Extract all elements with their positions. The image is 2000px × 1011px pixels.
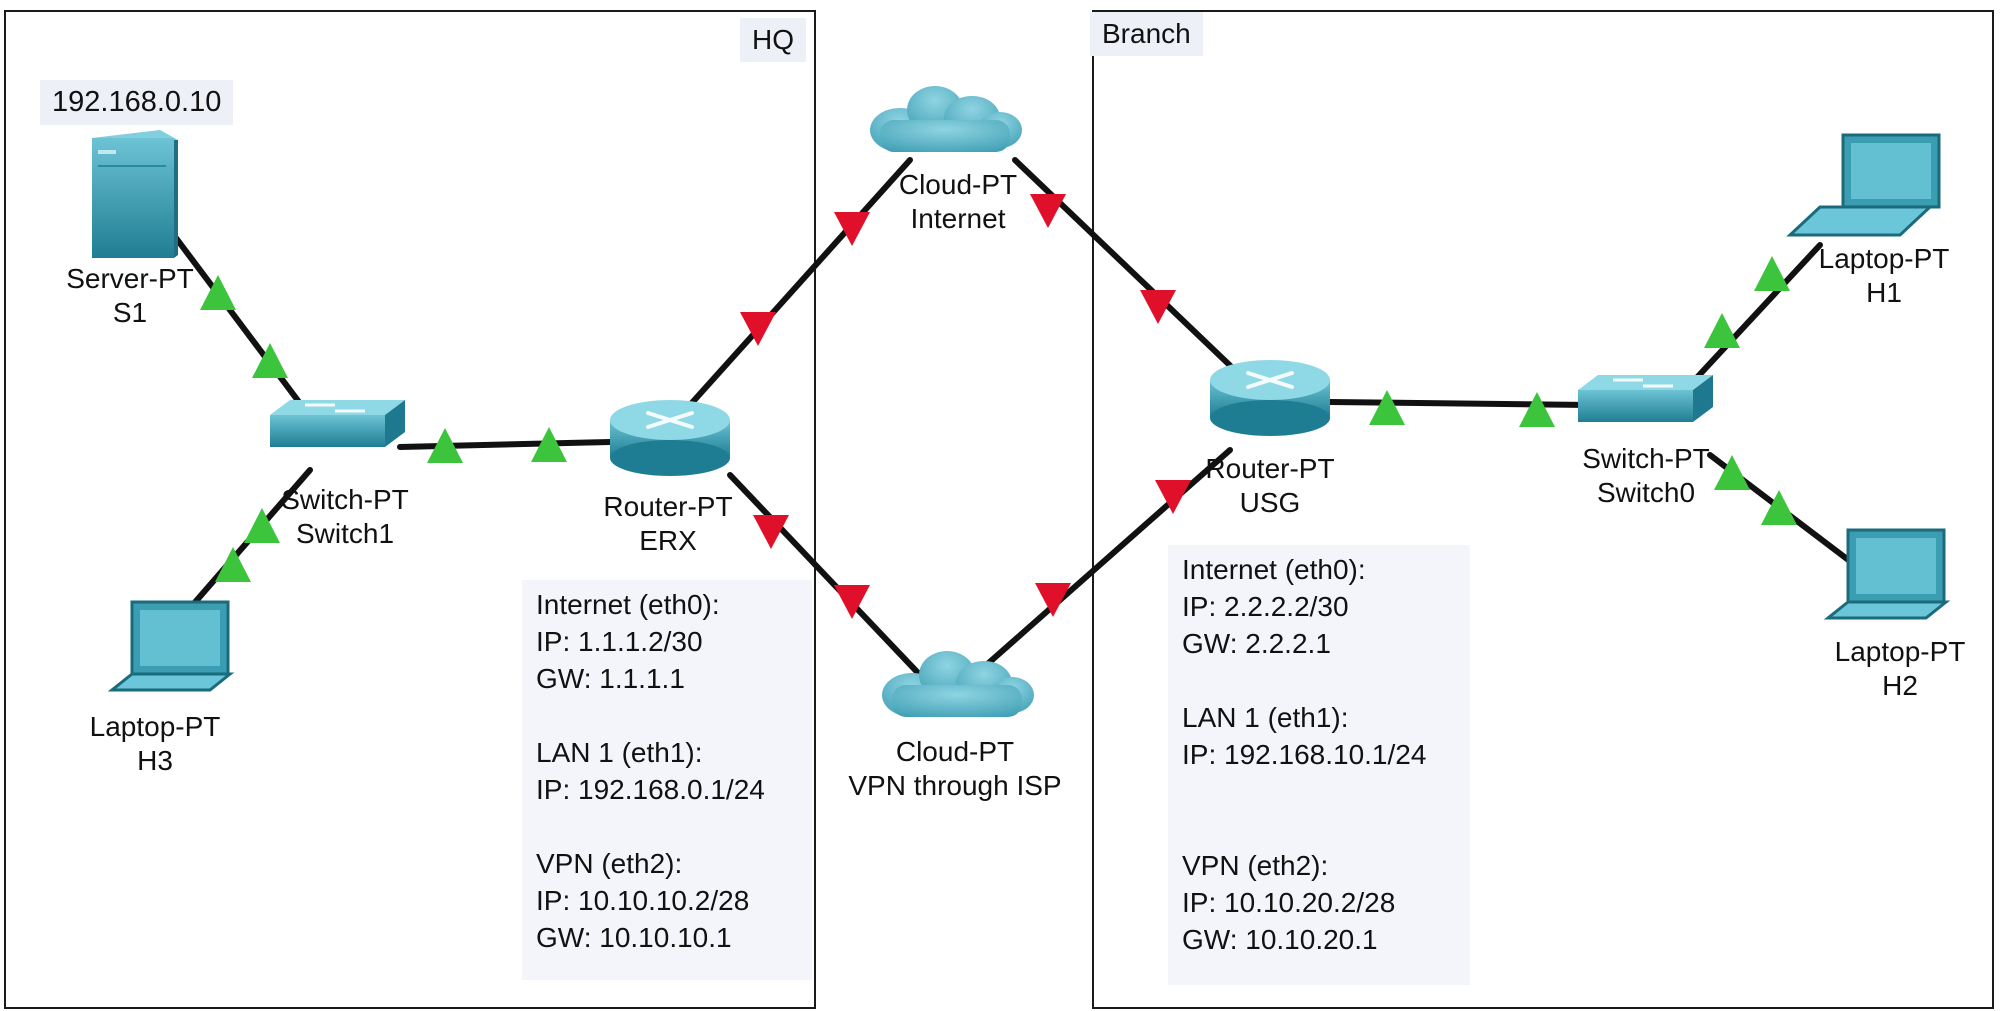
laptop-h1-label: Laptop-PT H1 — [1819, 242, 1950, 310]
cloud-vpn-label: Cloud-PT VPN through ISP — [848, 735, 1061, 803]
note-line: Internet (eth0): — [536, 589, 720, 620]
device-type: Switch-PT — [281, 484, 409, 515]
branch-area — [1092, 10, 1994, 1009]
note-line: GW: 10.10.20.1 — [1182, 924, 1378, 955]
note-line: LAN 1 (eth1): — [1182, 702, 1349, 733]
link-down-indicator — [1030, 194, 1066, 228]
router-icon[interactable] — [1210, 360, 1330, 436]
link-internet-usg — [1012, 157, 1243, 378]
laptop-h2-label: Laptop-PT H2 — [1835, 635, 1966, 703]
hq-area — [4, 10, 816, 1009]
device-name: USG — [1239, 487, 1301, 518]
link-up-indicator — [427, 428, 463, 463]
link-up-indicator — [1761, 490, 1797, 525]
link-switch0-laptop-h1 — [1687, 242, 1823, 388]
link-down-indicator — [1140, 290, 1176, 324]
device-type: Laptop-PT — [1834, 636, 1966, 667]
note-line: LAN 1 (eth1): — [536, 737, 703, 768]
device-type: Cloud-PT — [895, 736, 1015, 767]
note-line: IP: 2.2.2.2/30 — [1182, 591, 1349, 622]
note-line: GW: 10.10.10.1 — [536, 922, 732, 953]
switch-icon[interactable] — [270, 400, 405, 447]
hq-area-label: HQ — [740, 18, 806, 62]
device-type: Router-PT — [1205, 453, 1335, 484]
link-down-indicator — [1155, 480, 1191, 514]
note-line: VPN (eth2): — [536, 848, 683, 879]
cloud-icon[interactable] — [882, 651, 1034, 717]
device-name: Switch0 — [1596, 477, 1696, 508]
link-erx-internet — [687, 157, 913, 408]
erx-config-note: Internet (eth0): IP: 1.1.1.2/30 GW: 1.1.… — [522, 580, 812, 980]
note-line: IP: 192.168.0.1/24 — [536, 774, 765, 805]
usg-config-note: Internet (eth0): IP: 2.2.2.2/30 GW: 2.2.… — [1168, 545, 1470, 985]
note-line: IP: 192.168.10.1/24 — [1182, 739, 1427, 770]
link-up-indicator — [252, 343, 288, 378]
device-type: Cloud-PT — [898, 169, 1018, 200]
device-name: H3 — [137, 745, 173, 776]
laptop-h3-label: Laptop-PT H3 — [90, 710, 221, 778]
note-line: GW: 1.1.1.1 — [536, 663, 685, 694]
link-erx-vpn — [727, 472, 923, 678]
link-down-indicator — [834, 585, 870, 619]
note-line: IP: 10.10.20.2/28 — [1182, 887, 1396, 918]
device-name: Internet — [910, 203, 1006, 234]
device-type: Server-PT — [66, 263, 194, 294]
device-type: Laptop-PT — [1818, 243, 1950, 274]
link-usg-switch0 — [1327, 399, 1593, 408]
device-name: H2 — [1882, 670, 1918, 701]
router-icon[interactable] — [610, 400, 730, 476]
device-name: H1 — [1866, 277, 1902, 308]
link-up-indicator — [244, 508, 280, 543]
note-line: VPN (eth2): — [1182, 850, 1329, 881]
switch0-label: Switch-PT Switch0 — [1582, 442, 1710, 510]
link-down-indicator — [740, 312, 776, 346]
device-name: ERX — [639, 525, 697, 556]
device-name: Switch1 — [295, 518, 395, 549]
device-name: VPN through ISP — [848, 770, 1062, 801]
switch1-label: Switch-PT Switch1 — [281, 483, 409, 551]
link-up-indicator — [1754, 256, 1790, 291]
link-up-indicator — [1519, 392, 1555, 427]
note-line: IP: 10.10.10.2/28 — [536, 885, 750, 916]
link-up-indicator — [1369, 390, 1405, 425]
server-address-label: 192.168.0.10 — [40, 80, 234, 125]
device-type: Router-PT — [603, 491, 733, 522]
branch-area-label: Branch — [1090, 12, 1203, 56]
link-down-indicator — [753, 515, 789, 549]
device-type: Switch-PT — [1582, 443, 1710, 474]
link-up-indicator — [200, 275, 236, 310]
link-down-indicator — [1035, 583, 1071, 617]
router-usg-label: Router-PT USG — [1205, 452, 1334, 520]
device-type: Laptop-PT — [89, 711, 221, 742]
router-erx-label: Router-PT ERX — [603, 490, 732, 558]
link-up-indicator — [1704, 313, 1740, 348]
laptop-icon[interactable] — [1823, 528, 1951, 620]
link-switch1-router-erx — [397, 439, 613, 450]
link-down-indicator — [834, 212, 870, 246]
cloud-icon[interactable] — [870, 86, 1022, 152]
link-up-indicator — [531, 427, 567, 462]
laptop-icon[interactable] — [107, 600, 235, 692]
cloud-internet-label: Cloud-PT Internet — [899, 168, 1017, 236]
laptop-icon[interactable] — [1786, 133, 1941, 237]
link-up-indicator — [215, 547, 251, 582]
link-up-indicator — [1714, 455, 1750, 490]
note-line: IP: 1.1.1.2/30 — [536, 626, 703, 657]
server-label: Server-PT S1 — [66, 262, 194, 330]
switch-icon[interactable] — [1578, 375, 1713, 422]
note-line: GW: 2.2.2.1 — [1182, 628, 1331, 659]
link-vpn-usg — [972, 447, 1233, 678]
server-icon[interactable] — [92, 130, 178, 258]
link-server-switch1 — [167, 227, 323, 433]
note-line: Internet (eth0): — [1182, 554, 1366, 585]
device-name: S1 — [112, 297, 148, 328]
